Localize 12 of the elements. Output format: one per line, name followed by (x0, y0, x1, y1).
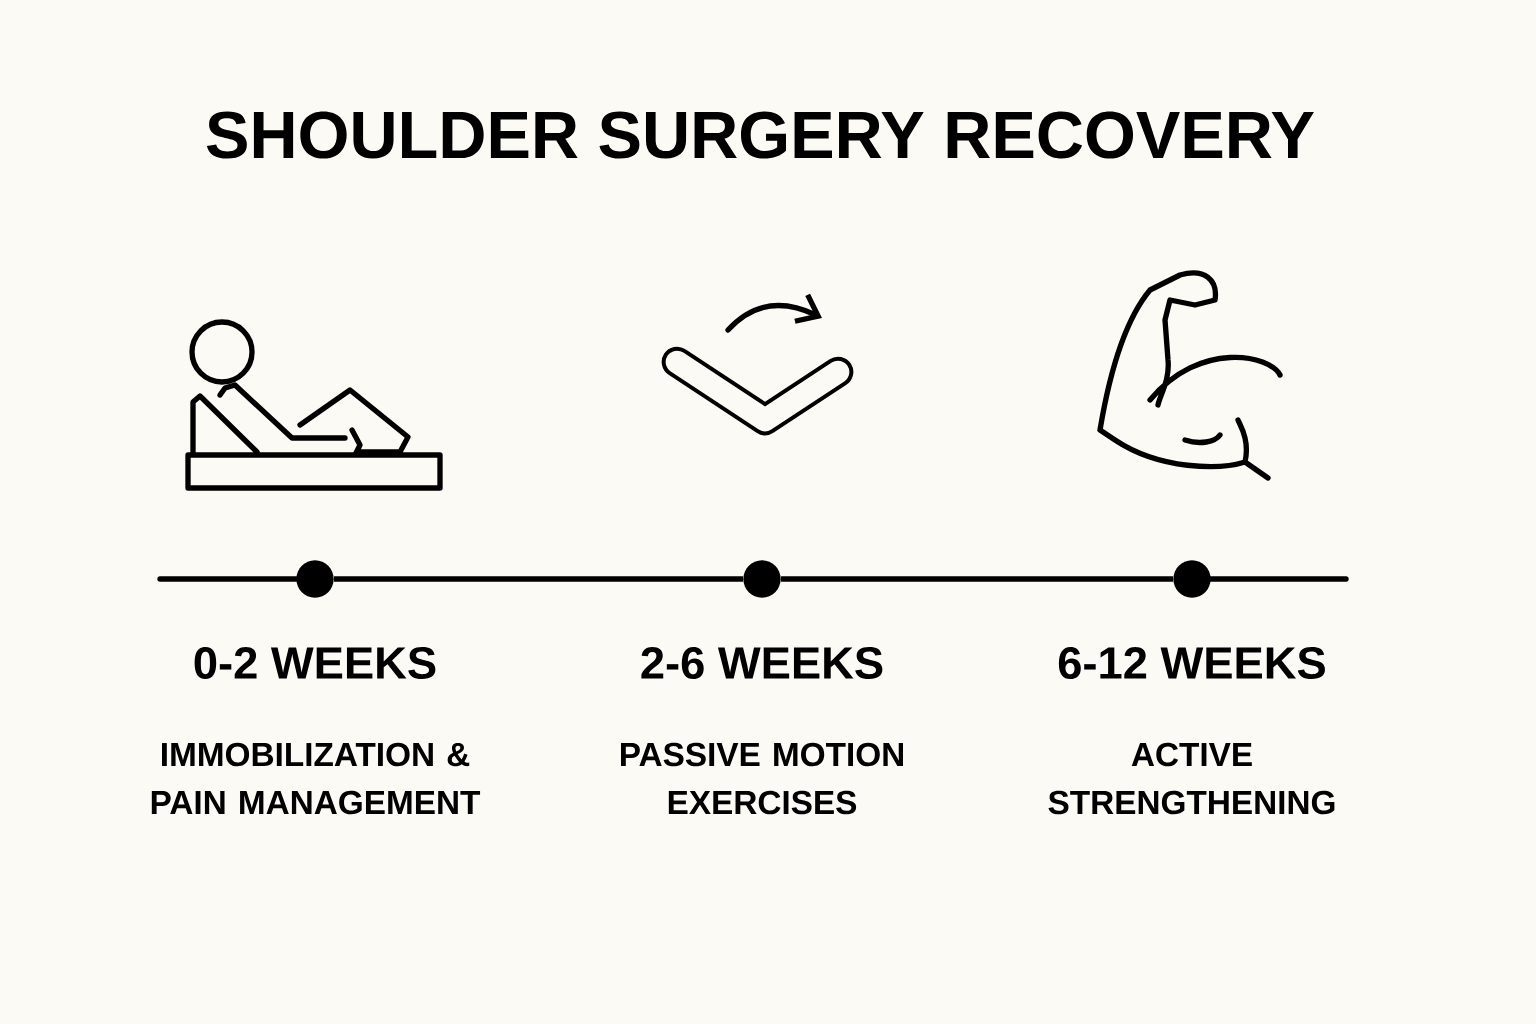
stage-description: PASSIVE MOTION EXERCISES (621, 742, 903, 815)
stage-description: ACTIVE STRENGTHENING (1048, 742, 1335, 815)
timeline-dot (1173, 560, 1211, 598)
timeline-line (333, 576, 744, 582)
timeline-line (780, 576, 1174, 582)
timeline-dot (743, 560, 781, 598)
timeline-dot (296, 560, 334, 598)
stage-description: IMMOBILIZATION & PAIN MANAGEMENT (151, 742, 481, 815)
title: SHOULDER SURGERY RECOVERY (206, 111, 1314, 159)
duration-label: 0-2 WEEKS (194, 646, 436, 680)
duration-label: 6-12 WEEKS (1058, 646, 1325, 680)
duration-label: 2-6 WEEKS (641, 646, 883, 680)
